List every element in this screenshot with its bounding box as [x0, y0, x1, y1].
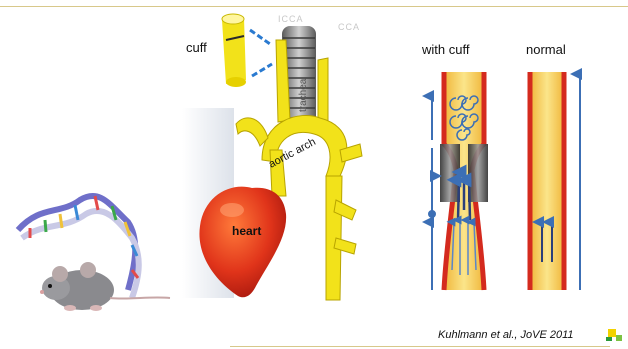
- mouse-illustration: [40, 262, 170, 311]
- cuff-label: cuff: [186, 40, 207, 55]
- velocity-indicator-arrows: [429, 96, 435, 290]
- cuff-pointer-arrows: [250, 30, 272, 76]
- vessel-normal: [530, 72, 564, 290]
- normal-label: normal: [526, 42, 566, 57]
- icca-label: ICCA: [278, 14, 304, 24]
- journal-logo: [606, 329, 622, 341]
- citation-text: Kuhlmann et al., JoVE 2011: [438, 329, 574, 341]
- trachea-label: trachea: [298, 78, 309, 112]
- with-cuff-label: with cuff: [422, 42, 469, 57]
- cca-label: CCA: [338, 22, 360, 32]
- vessel-with-cuff: [440, 72, 488, 290]
- heart-label: heart: [232, 224, 261, 238]
- cuff-cylinder-illustration: [222, 14, 246, 87]
